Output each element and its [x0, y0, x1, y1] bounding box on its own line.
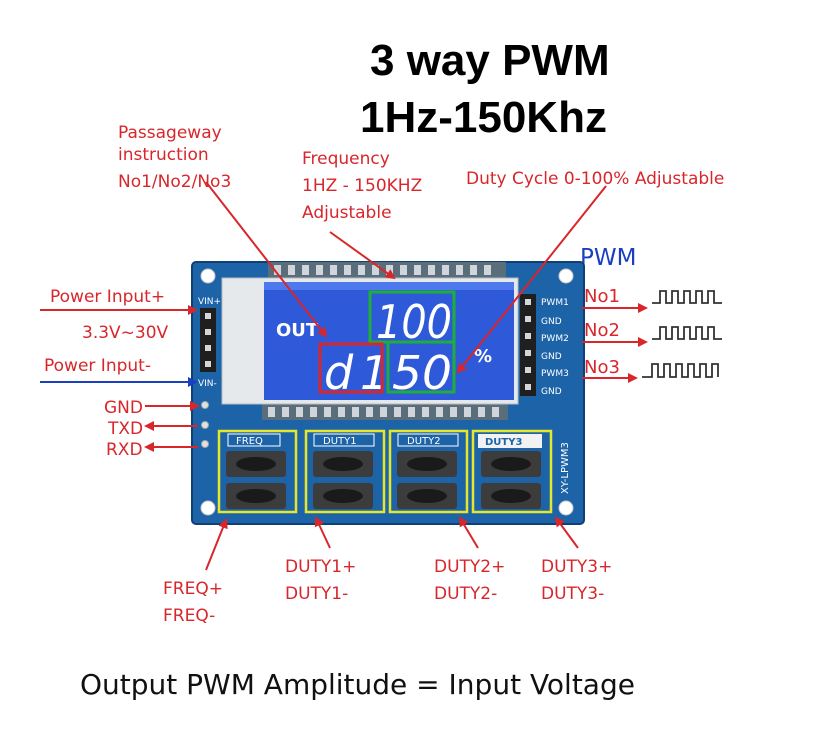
gnd-label: GND: [104, 398, 143, 418]
output-header-pins: [525, 299, 531, 390]
pin-label-gnd-1: GND: [541, 317, 562, 327]
button-silk-duty3: DUTY3: [485, 437, 522, 448]
mount-hole-bl: [200, 500, 216, 516]
pwm-waveform-3: [642, 363, 719, 378]
output-no2-label: No2: [584, 320, 620, 341]
lcd-glass-highlight: [264, 282, 514, 290]
freq-buttons-arrow: [205, 518, 228, 571]
frequency-line-1: Frequency: [302, 149, 390, 169]
duty3-buttons-label: DUTY3+ DUTY3-: [541, 554, 612, 608]
power-input-plus-label: Power Input+: [50, 287, 166, 307]
duty3-buttons-arrow: [554, 516, 579, 549]
pwm-heading: PWM: [580, 245, 637, 271]
output-no3-label: No3: [584, 357, 620, 378]
button-group-duty1: DUTY1: [304, 429, 386, 514]
duty-digits-highlight: [386, 340, 456, 394]
vin-plus-silk: VIN+: [198, 297, 221, 307]
frequency-line-2: 1HZ - 150KHZ: [302, 176, 423, 196]
title-line-1: 3 way PWM: [370, 36, 610, 85]
output-header: [520, 294, 536, 396]
duty2-buttons-arrow: [458, 516, 479, 549]
power-input-minus-label: Power Input-: [44, 356, 151, 376]
button-group-freq: FREQ: [217, 429, 298, 514]
button-silk-duty2: DUTY2: [407, 436, 441, 447]
button-silk-duty1: DUTY1: [323, 436, 357, 447]
duty2-minus-label: DUTY2-: [434, 584, 498, 604]
vin-minus-silk: VIN-: [198, 379, 217, 389]
txd-label: TXD: [108, 419, 144, 439]
pin-label-pwm2: PWM2: [541, 334, 569, 344]
duty2-buttons-label: DUTY2+ DUTY2-: [434, 554, 505, 608]
pin-label-pwm1: PWM1: [541, 298, 569, 308]
mount-hole-tl: [200, 268, 216, 284]
passageway-line-3: No1/No2/No3: [118, 172, 232, 192]
pwm-waveform-2: [652, 326, 722, 340]
passageway-label: Passageway instruction No1/No2/No3: [118, 120, 231, 196]
pin-label-pwm3: PWM3: [541, 369, 569, 379]
duty3-plus-label: DUTY3+: [541, 557, 613, 577]
duty1-buttons-label: DUTY1+ DUTY1-: [285, 554, 356, 608]
freq-minus-label: FREQ-: [163, 606, 216, 626]
duty1-minus-label: DUTY1-: [285, 584, 349, 604]
power-header-pins: [205, 313, 211, 367]
button-silk-freq: FREQ: [236, 436, 263, 447]
frequency-arrow: [329, 231, 396, 280]
passageway-line-1: Passageway: [118, 123, 222, 143]
passageway-arrow: [205, 181, 328, 338]
duty3-minus-label: DUTY3-: [541, 584, 605, 604]
power-header: [200, 308, 216, 372]
mount-hole-tr: [558, 268, 574, 284]
button-group-duty2: DUTY2: [388, 429, 469, 514]
uart-pads: [201, 401, 209, 448]
freq-buttons-label: FREQ+ FREQ-: [163, 576, 223, 630]
freq-plus-label: FREQ+: [163, 579, 223, 599]
lcd-upper-digits: 100: [376, 295, 452, 349]
button-group-duty3: DUTY3: [471, 429, 553, 514]
model-silk: XY-LPWM3: [560, 442, 571, 494]
pin-label-gnd-3: GND: [541, 387, 562, 397]
passageway-line-2: instruction: [118, 145, 209, 165]
amplitude-note: Output PWM Amplitude = Input Voltage: [80, 668, 635, 701]
lcd-bottom-pins: [262, 404, 508, 420]
duty-cycle-arrow: [456, 185, 607, 374]
lcd-top-pins: [268, 262, 506, 278]
duty-cycle-label: Duty Cycle 0-100% Adjustable: [466, 169, 725, 189]
output-no1-label: No1: [584, 286, 620, 307]
channel-indicator-highlight: [318, 342, 384, 394]
frequency-line-3: Adjustable: [302, 203, 392, 223]
title-line-2: 1Hz-150Khz: [360, 93, 607, 142]
duty1-buttons-arrow: [314, 516, 331, 549]
voltage-range-label: 3.3V~30V: [82, 323, 169, 343]
pin-label-gnd-2: GND: [541, 352, 562, 362]
pwm-waveform-1: [652, 290, 722, 304]
duty1-plus-label: DUTY1+: [285, 557, 357, 577]
frequency-label: Frequency 1HZ - 150KHZ Adjustable: [302, 146, 422, 227]
duty2-plus-label: DUTY2+: [434, 557, 506, 577]
rxd-label: RXD: [106, 440, 143, 460]
lcd-percent: %: [474, 346, 492, 367]
mount-hole-br: [558, 500, 574, 516]
lcd-out-label: OUT: [276, 320, 319, 341]
